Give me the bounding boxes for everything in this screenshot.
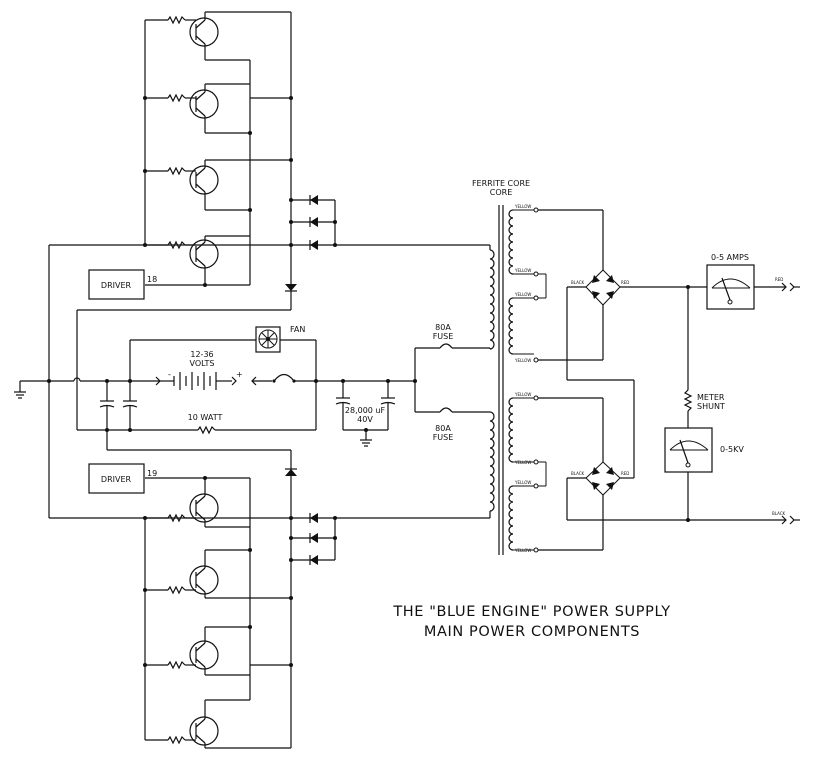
- transistor-stage-3: [145, 159, 291, 211]
- main-capacitor: 28,000 uF 40V: [335, 379, 396, 447]
- fan: FAN: [130, 325, 317, 381]
- output-terminals: RED BLACK: [760, 277, 800, 525]
- resistor-watt-label: 10 WATT: [188, 413, 223, 422]
- bridge-top-red: RED: [621, 280, 629, 285]
- driver-top-pin: 18: [147, 275, 157, 284]
- top-diode-cluster: [285, 195, 337, 292]
- transistor-stage-2: [145, 83, 291, 134]
- fuse-top-label: FUSE: [433, 332, 454, 341]
- transistor-stage-4: [145, 235, 250, 285]
- driver-bottom-label: DRIVER: [101, 475, 132, 484]
- ground-left: [14, 379, 51, 399]
- battery-plus: +: [236, 370, 243, 379]
- capacitor-voltage: 40V: [357, 415, 373, 424]
- driver-bottom: DRIVER 19: [88, 463, 157, 494]
- output-red-label: RED: [775, 277, 783, 282]
- capacitor-value: 28,000 uF: [345, 406, 386, 415]
- tap-label-4: YELLOW: [514, 358, 531, 363]
- diagram-title-line1: THE "BLUE ENGINE" POWER SUPPLY: [392, 604, 670, 620]
- top-transistor-bank: [143, 11, 293, 289]
- battery-voltage: 12-36: [190, 350, 213, 359]
- driver-bottom-pin: 19: [147, 469, 157, 478]
- bottom-transistor-bank: [143, 476, 293, 749]
- bridge-rectifier-bottom: BLACK RED: [538, 379, 760, 551]
- fan-label: FAN: [290, 325, 305, 334]
- shunt-label-2: SHUNT: [697, 402, 725, 411]
- bridge-top-black: BLACK: [571, 280, 585, 285]
- ferrite-transformer: FERRITE CORE CORE YELLOW YELLOW YELLOW Y…: [472, 179, 547, 555]
- battery-units: VOLTS: [190, 359, 215, 368]
- tap-label-8: YELLOW: [514, 548, 531, 553]
- input-capacitors: [99, 340, 138, 450]
- transistor-stage-6: [145, 549, 291, 599]
- transistor-stage-5: [145, 478, 250, 528]
- tap-label-6: YELLOW: [514, 460, 531, 465]
- ammeter-label: 0-5 AMPS: [711, 253, 749, 262]
- driver-top: DRIVER 18: [88, 269, 157, 300]
- bottom-diode-cluster: [289, 513, 337, 565]
- transformer-label-2: CORE: [490, 188, 513, 197]
- resistor-10w: 10 WATT: [188, 381, 317, 435]
- voltmeter-label: 0-5KV: [720, 445, 744, 454]
- transistor-stage-8: [145, 699, 292, 749]
- fuse-top-rating: 80A: [435, 323, 451, 332]
- tap-label-5: YELLOW: [514, 392, 531, 397]
- fuse-bottom-rating: 80A: [435, 424, 451, 433]
- tap-label-3: YELLOW: [514, 292, 531, 297]
- transistor-stage-1: [145, 11, 292, 61]
- ammeter: 0-5 AMPS: [706, 253, 755, 310]
- voltmeter: 0-5KV: [664, 427, 744, 473]
- tap-label-1: YELLOW: [514, 204, 531, 209]
- bridge-bottom-black: BLACK: [571, 471, 585, 476]
- transformer-label-1: FERRITE CORE: [472, 179, 530, 188]
- tap-label-2: YELLOW: [514, 268, 531, 273]
- diagram-title-line2: MAIN POWER COMPONENTS: [424, 624, 640, 640]
- shunt-label-1: METER: [697, 393, 725, 402]
- tap-label-7: YELLOW: [514, 480, 531, 485]
- output-black-label: BLACK: [772, 511, 786, 516]
- fuses: 80A FUSE 80A FUSE: [413, 323, 490, 442]
- driver-top-label: DRIVER: [101, 281, 132, 290]
- bridge-bottom-red: RED: [621, 471, 629, 476]
- transistor-stage-7: [145, 626, 291, 676]
- fuse-bottom-label: FUSE: [433, 433, 454, 442]
- meter-shunt: METER SHUNT: [683, 285, 725, 522]
- battery-minus: -: [168, 370, 171, 379]
- battery: 12-36 VOLTS - +: [155, 350, 415, 390]
